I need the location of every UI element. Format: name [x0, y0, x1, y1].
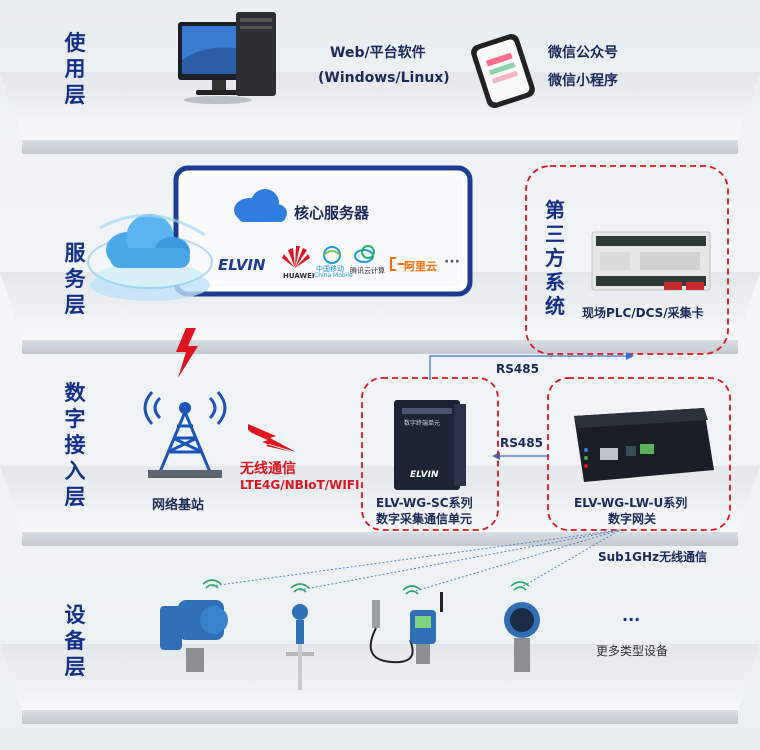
sc-device-title: 数字终端单元	[404, 420, 441, 427]
shelf-access-edge	[22, 532, 738, 546]
rs485-top-label: RS485	[496, 362, 539, 376]
layer-label-use: 使用层	[64, 31, 86, 107]
wireless-title: 无线通信	[240, 461, 296, 477]
lw-series-label: ELV-WG-LW-U系列	[574, 496, 688, 510]
software-label-line1: Web/平台软件	[330, 45, 426, 61]
sub1g-label: Sub1GHz无线通信	[598, 550, 708, 564]
sc-series-label: ELV-WG-SC系列	[376, 496, 473, 510]
third-party-device-label: 现场PLC/DCS/采集卡	[582, 306, 704, 320]
sc-desc-label: 数字采集通信单元	[376, 512, 473, 526]
more-devices-label: 更多类型设备	[596, 644, 669, 658]
more-devices-dots: ···	[622, 610, 641, 629]
third-party-char-2: 三	[545, 222, 565, 246]
shelf-use-edge	[22, 140, 738, 154]
base-station-label: 网络基站	[152, 498, 205, 513]
software-label-line2: (Windows/Linux)	[318, 70, 450, 86]
third-party-char-3: 方	[545, 246, 565, 270]
layer-label-access: 数字接入层	[64, 381, 86, 509]
layer-label-service: 服务层	[64, 241, 86, 317]
wireless-protocols: LTE4G/NBIoT/WIFI	[240, 478, 360, 492]
partner-china-mobile-en: China Mobile	[314, 272, 353, 279]
third-party-char-1: 第	[545, 198, 565, 222]
partner-elvin: ELVIN	[218, 256, 266, 274]
partner-tencent: 腾讯云计算	[350, 267, 385, 275]
layer-label-device: 设备层	[64, 603, 86, 679]
partner-ellipsis: ···	[444, 254, 460, 270]
third-party-char-4: 系	[545, 270, 565, 294]
third-party-char-5: 统	[545, 294, 565, 318]
partner-china-mobile-cn: 中国移动	[316, 265, 344, 273]
sc-device-brand: ELVIN	[410, 470, 439, 480]
shelf-service-edge	[22, 340, 738, 354]
core-server-label: 核心服务器	[294, 204, 370, 222]
shelf-use	[0, 72, 760, 140]
wechat-label-line2: 微信小程序	[548, 73, 618, 89]
partner-aliyun: 阿里云	[404, 260, 437, 273]
wechat-label-line1: 微信公众号	[548, 45, 618, 61]
shelf-device-edge	[22, 710, 738, 724]
lw-desc-label: 数字网关	[608, 512, 657, 526]
partner-huawei: HUAWEI	[283, 272, 315, 280]
rs485-mid-label: RS485	[500, 436, 543, 450]
